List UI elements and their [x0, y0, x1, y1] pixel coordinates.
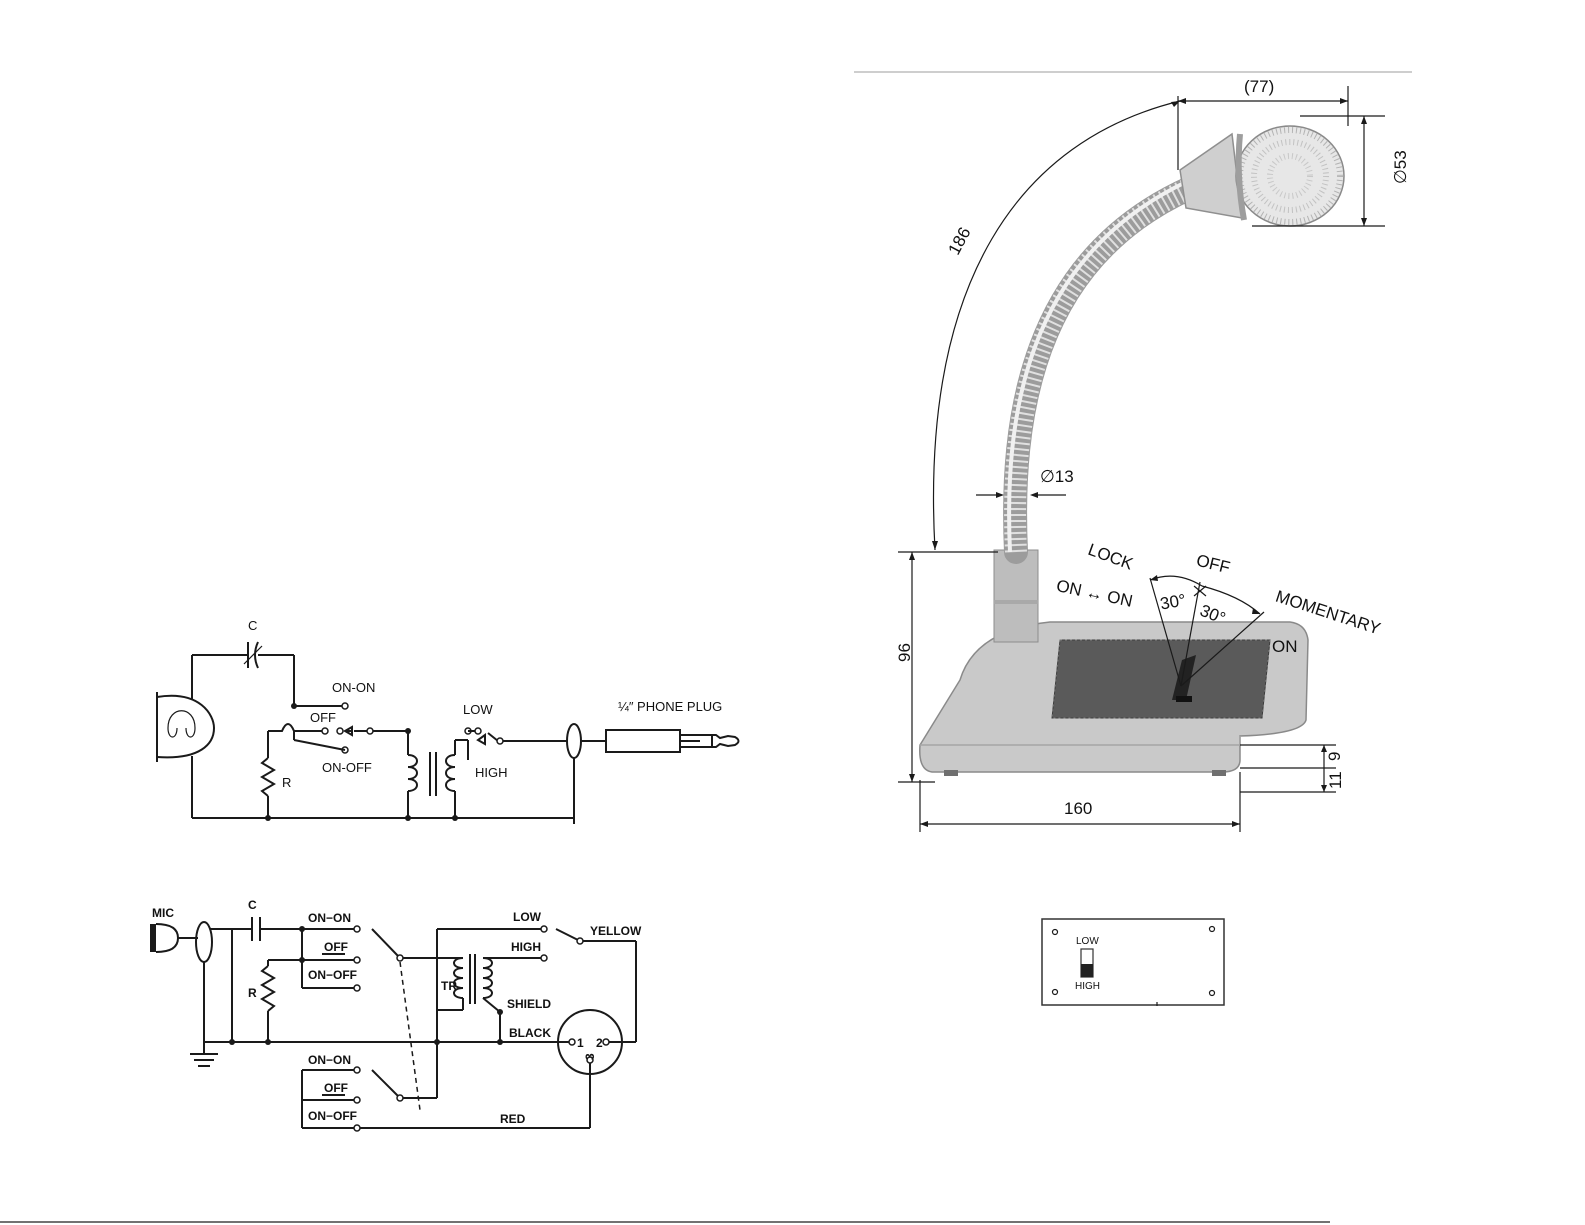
schematic-a: C ON-ON OFF ON-OFF R	[157, 618, 739, 824]
dim-head-offset: (77)	[1244, 77, 1274, 96]
high-label-a: HIGH	[475, 765, 508, 780]
sw1-on-on: ON−ON	[308, 911, 351, 925]
angle-a-label: 30°	[1159, 590, 1188, 613]
xlr-pin3: 3	[583, 1053, 597, 1060]
sw2-on-off: ON−OFF	[308, 1109, 357, 1123]
high-label-b: HIGH	[511, 940, 541, 954]
off-label: OFF	[1194, 551, 1232, 578]
resistor-label-a: R	[282, 775, 291, 790]
dim-base-height: 96	[895, 643, 914, 662]
low-label-a: LOW	[463, 702, 493, 717]
mic-element-a	[157, 655, 214, 818]
tr-label: TR	[441, 979, 457, 993]
low-label-b: LOW	[513, 910, 542, 924]
phone-plug	[606, 730, 739, 752]
red-label: RED	[500, 1112, 526, 1126]
mic-base	[920, 622, 1308, 776]
dim-neck-dia: ∅13	[1040, 467, 1074, 486]
plate-low: LOW	[1076, 936, 1099, 947]
lock-label: LOCK	[1086, 540, 1137, 574]
microphone-drawing: (77) ∅53 186 ∅13 96 160	[854, 72, 1412, 832]
dim-neck-length: 186	[944, 224, 974, 258]
cap-label-b: C	[248, 898, 257, 912]
sw2-on-on: ON−ON	[308, 1053, 351, 1067]
dim-base-width: 160	[1064, 799, 1092, 818]
plug-label-a: ¼″ PHONE PLUG	[618, 699, 722, 714]
xlr-pin2: 2	[596, 1036, 603, 1050]
sw1-on-off: ON−OFF	[308, 968, 357, 982]
schematic-b: MIC C R ON−ON	[150, 898, 642, 1131]
sw1-off: OFF	[324, 940, 348, 954]
shield-label: SHIELD	[507, 997, 551, 1011]
mic-label-b: MIC	[152, 906, 174, 920]
sw-on-on-a: ON-ON	[332, 680, 375, 695]
switch-plate: LOW HIGH	[1042, 919, 1224, 1006]
cap-label-a: C	[248, 618, 257, 633]
dim-foot-a: 9	[1325, 752, 1344, 761]
sw2-off: OFF	[324, 1081, 348, 1095]
on-on-label: ON ↔ ON	[1055, 576, 1135, 611]
plate-high: HIGH	[1075, 981, 1100, 992]
momentary-on-label: ON	[1272, 637, 1298, 656]
sw-on-off-a: ON-OFF	[322, 760, 372, 775]
dim-foot-b: 11	[1326, 771, 1345, 789]
dim-head-dia: ∅53	[1391, 150, 1410, 184]
resistor-label-b: R	[248, 986, 257, 1000]
yellow-label: YELLOW	[590, 924, 642, 938]
black-label: BLACK	[509, 1026, 551, 1040]
sw-off-a: OFF	[310, 710, 336, 725]
xlr-pin1: 1	[577, 1036, 584, 1050]
